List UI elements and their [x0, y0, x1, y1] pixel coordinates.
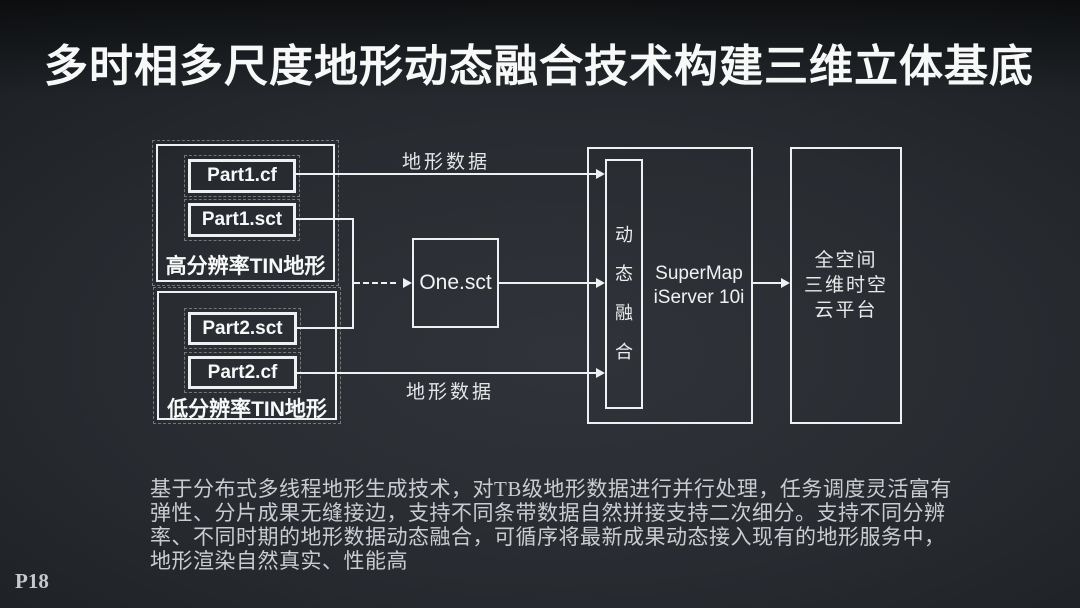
node-part2-sct: Part2.sct: [184, 308, 301, 349]
arrow-right-icon: [781, 278, 790, 288]
node-supermap-iserver: [587, 147, 753, 424]
connector-junction-vertical: [352, 218, 354, 329]
supermap-label-line1: SuperMap: [655, 262, 743, 284]
supermap-label-line2: iServer 10i: [653, 286, 745, 308]
label-low-res-tin: 低分辨率TIN地形: [167, 398, 327, 421]
platform-label-line3: 云平台: [814, 300, 878, 321]
edge-label-terrain-data-top: 地形数据: [401, 152, 490, 173]
description-line: 率、不同时期的地形数据动态融合，可循序将最新成果动态接入现有的地形服务中，: [150, 525, 946, 549]
arrow-right-icon: [596, 169, 605, 179]
label-high-res-tin: 高分辨率TIN地形: [165, 255, 326, 278]
connector-junction-to-onesct: [354, 282, 396, 284]
node-one-sct: One.sct: [412, 238, 499, 328]
description-line: 弹性、分片成果无缝接边，支持不同条带数据自然拼接支持二次细分。支持不同分辨: [150, 501, 946, 525]
page-title: 多时相多尺度地形动态融合技术构建三维立体基底: [44, 42, 1034, 91]
fusion-char: 动: [615, 224, 633, 245]
connector-onesct-to-fusion: [498, 282, 596, 284]
connector-part1cf-to-fusion: [296, 173, 596, 175]
node-part2-cf: Part2.cf: [184, 352, 301, 393]
connector-part2sct-out: [297, 327, 354, 329]
node-cloud-platform: 全空间 三维时空 云平台: [790, 147, 902, 424]
platform-label-line1: 全空间: [814, 250, 878, 271]
fusion-char: 态: [615, 263, 633, 284]
node-part1-sct: Part1.sct: [184, 199, 300, 241]
group-low-res-tin: [153, 287, 341, 424]
arrow-right-icon: [403, 278, 412, 288]
connector-iserver-to-platform: [753, 282, 782, 284]
fusion-char: 融: [615, 302, 633, 323]
platform-label-line2: 三维时空: [803, 275, 888, 296]
description-line: 基于分布式多线程地形生成技术，对TB级地形数据进行并行处理，任务调度灵活富有: [150, 477, 952, 501]
connector-part2cf-to-fusion: [297, 372, 596, 374]
group-high-res-tin: [152, 140, 339, 286]
connector-part1sct-out: [296, 218, 354, 220]
edge-label-terrain-data-bottom: 地形数据: [405, 382, 494, 403]
description-line: 地形渲染自然真实、性能高: [150, 549, 408, 573]
arrow-right-icon: [596, 278, 605, 288]
page-number: P18: [15, 569, 49, 593]
node-dynamic-fusion: 动 态 融 合: [605, 159, 643, 409]
fusion-char: 合: [615, 341, 633, 362]
node-part1-cf: Part1.cf: [184, 155, 300, 197]
description-paragraph: 基于分布式多线程地形生成技术，对TB级地形数据进行并行处理，任务调度灵活富有 弹…: [150, 477, 965, 573]
arrow-right-icon: [596, 368, 605, 378]
supermap-iserver-label: SuperMap iServer 10i: [645, 147, 753, 424]
